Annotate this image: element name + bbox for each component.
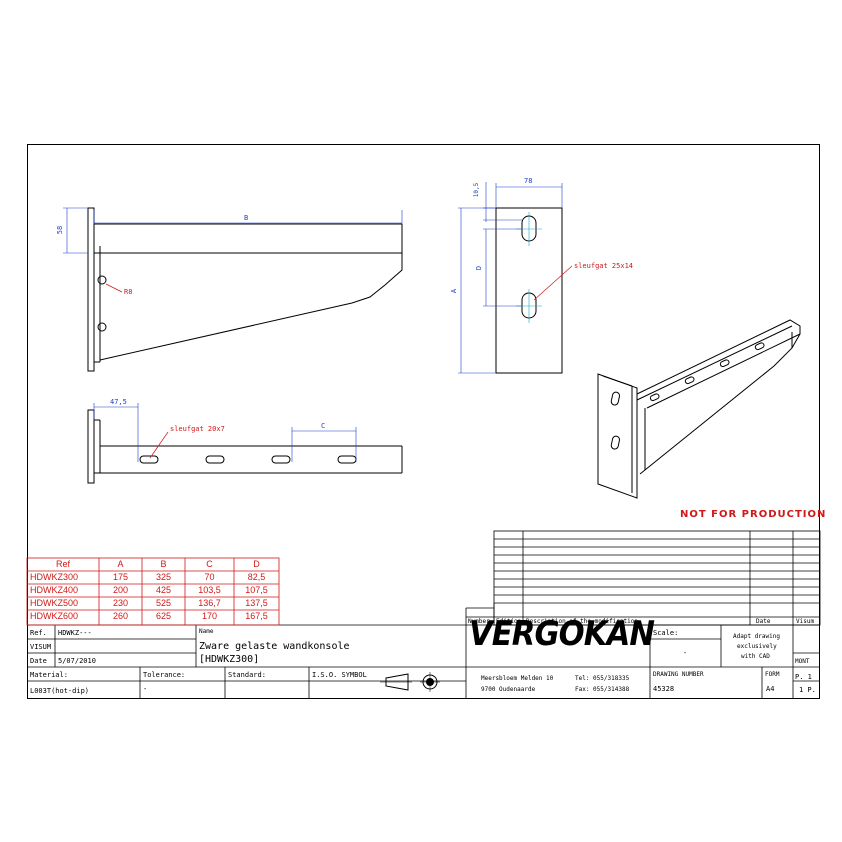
- ref-cell: 200: [112, 585, 129, 595]
- ref-table-grid: [26, 557, 280, 626]
- ref-cell: 425: [155, 585, 172, 595]
- ref-cell: 103,5: [198, 585, 221, 595]
- tolerance-value: -: [143, 685, 148, 693]
- ref-cell: 82,5: [247, 572, 266, 582]
- ref-header-a: A: [117, 559, 124, 569]
- front-view: [458, 182, 573, 374]
- ref-cell: 136,7: [198, 598, 221, 608]
- ref-header-b: B: [160, 559, 167, 569]
- dim-78-label: 78: [524, 177, 533, 185]
- iso-symbol-label: I.S.O. SYMBOL: [312, 671, 367, 679]
- form-value: A4: [766, 685, 775, 693]
- ref-header-d: D: [253, 559, 260, 569]
- revision-table-grid: [465, 530, 821, 626]
- ref-cell: 175: [112, 572, 129, 582]
- ref-cell: 167,5: [245, 611, 268, 621]
- top-view: [87, 403, 403, 484]
- ref-cell: HDWKZ400: [30, 585, 79, 595]
- address-line1: Meersbloem Melden 10: [481, 675, 554, 682]
- ref-cell: 70: [204, 572, 215, 582]
- dim-r8-label: R8: [124, 288, 133, 296]
- ref-cell: 525: [155, 598, 172, 608]
- revision-visum-header: Visum: [796, 618, 815, 625]
- drawing-number-value: 45328: [653, 685, 675, 693]
- dim-58-label: 58: [56, 225, 65, 235]
- dim-47-5-label: 47,5: [110, 398, 127, 406]
- ref-cell: HDWKZ300: [30, 572, 79, 582]
- date-value: 5/07/2010: [58, 657, 96, 665]
- mount-label: MONT: [795, 658, 810, 665]
- tolerance-label: Tolerance:: [143, 671, 186, 679]
- standard-label: Standard:: [228, 671, 266, 679]
- dim-10-5-label: 10,5: [473, 182, 481, 198]
- page-number: P. 1: [795, 673, 812, 681]
- adapt-note-line1: Adapt drawing: [733, 633, 780, 640]
- form-label: FORM: [765, 671, 780, 678]
- ref-cell: 625: [155, 611, 172, 621]
- side-view: [63, 207, 403, 372]
- vergokan-logo: VERGOKAN: [469, 614, 655, 654]
- drawing-number-label: DRAWING NUMBER: [653, 671, 704, 678]
- ref-cell: HDWKZ500: [30, 598, 79, 608]
- dim-a-label: A: [450, 288, 459, 294]
- dim-b-label: B: [244, 214, 249, 222]
- revision-description-header: Description of the modification: [526, 618, 638, 625]
- name-label: Name: [199, 628, 214, 635]
- ref-value: HDWKZ---: [58, 629, 92, 637]
- scale-value: -: [683, 649, 688, 657]
- adapt-note-line3: with CAD: [741, 653, 770, 660]
- part-name-line2: [HDWKZ300]: [199, 654, 260, 665]
- ref-cell: 137,5: [245, 598, 268, 608]
- phone-number: Tel: 055/318335: [575, 675, 630, 682]
- scale-label: Scale:: [653, 629, 679, 637]
- isometric-view: [597, 319, 801, 499]
- iso-projection-symbol: [380, 672, 440, 692]
- slot-label-25x14: sleufgat 25x14: [574, 262, 634, 270]
- ref-cell: HDWKZ600: [30, 611, 79, 621]
- ref-header-ref: Ref: [55, 559, 70, 569]
- ref-cell: 230: [112, 598, 129, 608]
- slot-label-20x7: sleufgat 20x7: [170, 425, 225, 433]
- ref-label: Ref.: [30, 629, 47, 637]
- ref-cell: 107,5: [245, 585, 268, 595]
- dim-d-label: D: [475, 265, 484, 271]
- adapt-note-line2: exclusively: [737, 643, 777, 650]
- ref-header-c: C: [206, 559, 213, 569]
- ref-cell: 325: [155, 572, 172, 582]
- drawing-sheet: [27, 144, 820, 699]
- dim-c-label: C: [321, 422, 326, 430]
- page-count: 1 P.: [799, 686, 816, 694]
- address-line2: 9700 Oudenaarde: [481, 686, 536, 693]
- revision-number-header: Number: [468, 618, 490, 625]
- material-label: Material:: [30, 671, 68, 679]
- part-name-line1: Zware gelaste wandkonsole: [199, 641, 350, 652]
- revision-date-header: Date: [756, 618, 771, 625]
- ref-cell: 260: [112, 611, 129, 621]
- ref-cell: 170: [201, 611, 218, 621]
- fax-number: Fax: 055/314388: [575, 686, 630, 693]
- not-for-production-stamp: NOT FOR PRODUCTION: [680, 509, 827, 520]
- material-value: L003T(hot-dip): [30, 687, 90, 695]
- revision-edition-header: Edition: [496, 618, 522, 625]
- visum-label: VISUM: [30, 643, 52, 651]
- date-label: Date: [30, 657, 47, 665]
